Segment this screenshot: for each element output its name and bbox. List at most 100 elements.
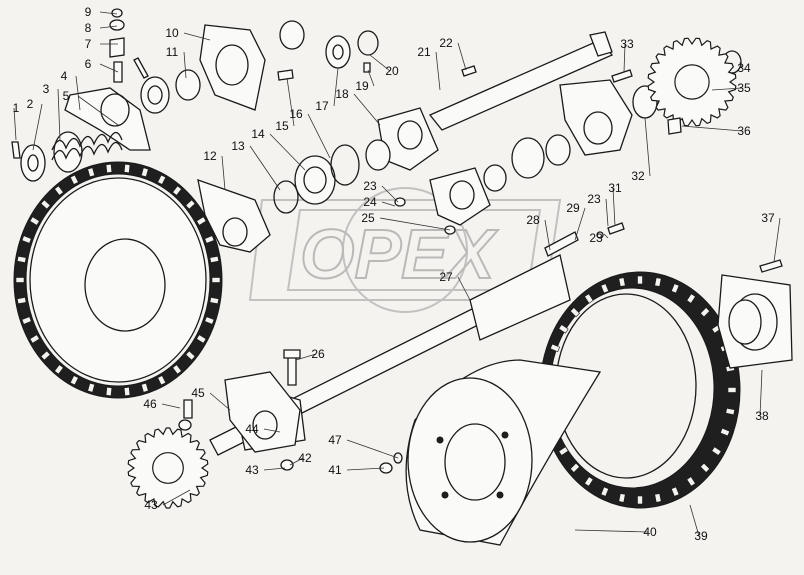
tread-block — [87, 167, 96, 178]
tread-block — [686, 476, 696, 487]
tread-block — [700, 307, 711, 318]
tread-block — [172, 364, 182, 375]
callout-label: 15 — [275, 119, 289, 133]
bearing-block-mid — [429, 167, 491, 226]
callout-label: 40 — [643, 525, 657, 539]
tread-block — [711, 446, 722, 456]
callout-label: 43 — [144, 498, 158, 512]
tread-block — [21, 316, 32, 325]
callout-label: 43 — [245, 463, 259, 477]
leader-line — [689, 504, 700, 537]
tread-block — [670, 283, 680, 294]
callout-label: 18 — [335, 87, 349, 101]
bearing-housing-5 — [64, 87, 151, 151]
callout-label: 32 — [631, 169, 645, 183]
leader-line — [295, 353, 317, 361]
callout-label: 23 — [363, 179, 377, 193]
leader-line — [263, 467, 286, 471]
tread-block — [569, 307, 580, 318]
tread-block — [196, 216, 207, 226]
sprocket-hub — [152, 452, 184, 484]
tread-block — [725, 407, 735, 416]
tread-block — [69, 375, 79, 386]
leader-line — [369, 54, 391, 72]
callout-label: 26 — [311, 347, 325, 361]
bracket-12 — [197, 179, 271, 253]
leader-line — [367, 69, 375, 87]
tread-block — [157, 375, 167, 386]
tread-block — [600, 486, 610, 497]
leader-line — [681, 125, 743, 132]
tread-block — [157, 174, 167, 185]
leader-line — [77, 95, 119, 126]
leader-line — [75, 75, 81, 111]
leader-line — [221, 155, 226, 191]
leader-line — [435, 51, 441, 91]
callout-label: 36 — [737, 124, 751, 138]
tread-block — [54, 364, 64, 375]
callout-label: 34 — [737, 61, 751, 75]
leader-line — [574, 207, 586, 241]
callout-label: 27 — [439, 270, 453, 284]
callout-label: 3 — [43, 82, 50, 96]
callout-label: 28 — [526, 213, 540, 227]
tread-block — [40, 350, 51, 361]
tread-block — [140, 382, 149, 393]
flange-38 — [717, 274, 793, 369]
tread-block — [558, 324, 569, 334]
tread-block — [727, 387, 737, 393]
tread-block — [54, 185, 64, 196]
callout-label: 16 — [289, 107, 303, 121]
leader-line — [381, 185, 399, 203]
callout-label: 14 — [251, 127, 265, 141]
callout-label: 22 — [439, 36, 453, 50]
tread-block — [105, 163, 113, 174]
tread-block — [29, 216, 40, 226]
callout-label: 7 — [85, 37, 92, 51]
leader-line — [739, 61, 743, 69]
leader-line — [773, 217, 781, 263]
callout-label: 8 — [85, 21, 92, 35]
leader-line — [209, 392, 231, 411]
callout-label: 23 — [587, 192, 601, 206]
tread-block — [584, 293, 594, 304]
tread-block — [16, 255, 27, 263]
leader-line — [612, 187, 616, 227]
tread-block — [719, 427, 731, 437]
leader-line — [269, 133, 306, 171]
sprocket-hub — [674, 64, 710, 100]
spring-4 — [51, 131, 123, 161]
tread-block — [140, 167, 149, 178]
callout-label: 42 — [298, 451, 312, 465]
leader-lines — [13, 11, 781, 537]
tread-block — [549, 343, 561, 353]
callout-label: 41 — [328, 463, 342, 477]
left-wheel-tire — [13, 161, 223, 399]
tread-block — [16, 297, 27, 305]
callout-label: 39 — [694, 529, 708, 543]
leader-line — [183, 32, 211, 41]
callout-label: 35 — [737, 81, 751, 95]
tread-block — [69, 174, 79, 185]
leader-line — [286, 77, 295, 127]
tread-block — [185, 199, 196, 210]
bracket-right — [559, 79, 633, 156]
tread-block — [15, 277, 25, 283]
callout-label: 38 — [755, 409, 769, 423]
leader-line — [574, 529, 649, 533]
tread-block — [29, 334, 40, 344]
callout-label: 9 — [85, 5, 92, 19]
fasteners — [11, 8, 783, 474]
right-wheel-tire — [539, 271, 741, 509]
leader-line — [333, 67, 339, 107]
leader-line — [346, 467, 385, 471]
watermark-text: OPEX — [300, 215, 499, 293]
tread-block — [618, 493, 626, 503]
sprocket-35 — [647, 37, 737, 127]
callout-label: 33 — [620, 37, 634, 51]
callout-label: 19 — [355, 79, 369, 93]
tread-block — [637, 275, 643, 285]
leader-line — [161, 403, 181, 409]
